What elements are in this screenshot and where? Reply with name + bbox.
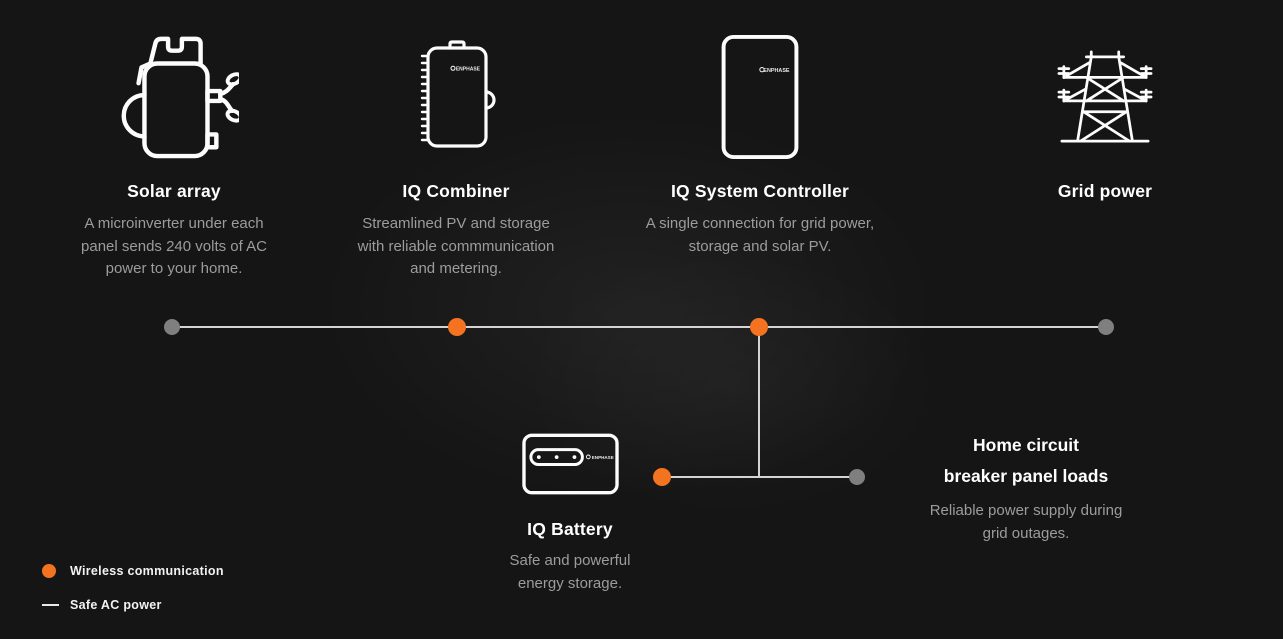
- solar-array-node-dot: [164, 319, 180, 335]
- enphase-logo-text: ENPHASE: [456, 67, 481, 73]
- title-line: breaker panel loads: [943, 466, 1109, 486]
- legend-item-ac-power: Safe AC power: [42, 595, 224, 615]
- legend-label: Wireless communication: [70, 564, 224, 578]
- component-title: Solar array: [127, 181, 221, 201]
- description-line: and metering.: [410, 260, 502, 277]
- description-line: Safe and powerful: [509, 552, 631, 569]
- description-line: Streamlined PV and storage: [362, 215, 550, 232]
- component-iq-battery: ENPHASE IQ Battery Safe and powerful ene…: [450, 433, 690, 595]
- transmission-tower-icon: [1005, 28, 1205, 166]
- ac-power-line-icon: [42, 604, 70, 606]
- component-description: A microinverter under each panel sends 2…: [44, 213, 304, 281]
- iq-battery-wireless-dot: [653, 468, 671, 486]
- iq-system-controller-icon: ENPHASE: [610, 28, 910, 166]
- home-panel-node-dot: [849, 469, 865, 485]
- description-line: with reliable commmunication: [357, 237, 555, 255]
- iq-combiner-wireless-dot: [448, 318, 466, 336]
- legend: Wireless communication Safe AC power: [42, 561, 224, 629]
- enphase-logo-text: ENPHASE: [591, 455, 613, 460]
- component-grid-power: Grid power: [1005, 28, 1205, 202]
- grid-power-node-dot: [1098, 319, 1114, 335]
- component-title: IQ Battery: [527, 519, 613, 539]
- component-solar-array: Solar array A microinverter under each p…: [44, 28, 304, 281]
- component-home-circuit-breaker-panel: Home circuit breaker panel loads Reliabl…: [880, 430, 1172, 545]
- microinverter-icon: [44, 28, 304, 166]
- component-title: Home circuit breaker panel loads: [880, 430, 1172, 492]
- iq-battery-icon: ENPHASE: [450, 433, 690, 495]
- description-line: grid outages.: [982, 524, 1070, 542]
- description-line: storage and solar PV.: [688, 237, 832, 255]
- legend-item-wireless: Wireless communication: [42, 561, 224, 581]
- component-description: Streamlined PV and storage with reliable…: [336, 213, 576, 281]
- component-iq-system-controller: ENPHASE IQ System Controller A single co…: [610, 28, 910, 258]
- component-description: Reliable power supply during grid outage…: [880, 500, 1172, 545]
- wireless-dot-icon: [42, 564, 70, 578]
- description-line: A single connection for grid power,: [645, 215, 875, 232]
- iq-system-controller-wireless-dot: [750, 318, 768, 336]
- component-title: IQ System Controller: [670, 181, 850, 201]
- description-line: panel sends 240 volts of AC: [81, 237, 267, 255]
- component-description: Safe and powerful energy storage.: [450, 550, 690, 595]
- description-line: A microinverter under each: [84, 215, 264, 232]
- component-iq-combiner: ENPHASE IQ Combiner Streamlined PV and s…: [336, 28, 576, 281]
- legend-label: Safe AC power: [70, 598, 162, 612]
- description-line: Reliable power supply during: [929, 502, 1123, 519]
- component-title: IQ Combiner: [402, 181, 510, 201]
- enphase-logo-text: ENPHASE: [763, 68, 790, 74]
- title-line: Home circuit: [973, 435, 1079, 455]
- description-line: power to your home.: [105, 260, 243, 277]
- component-description: A single connection for grid power, stor…: [610, 213, 910, 258]
- description-line: energy storage.: [517, 574, 623, 592]
- iq-combiner-icon: ENPHASE: [336, 28, 576, 166]
- component-title: Grid power: [1057, 181, 1153, 201]
